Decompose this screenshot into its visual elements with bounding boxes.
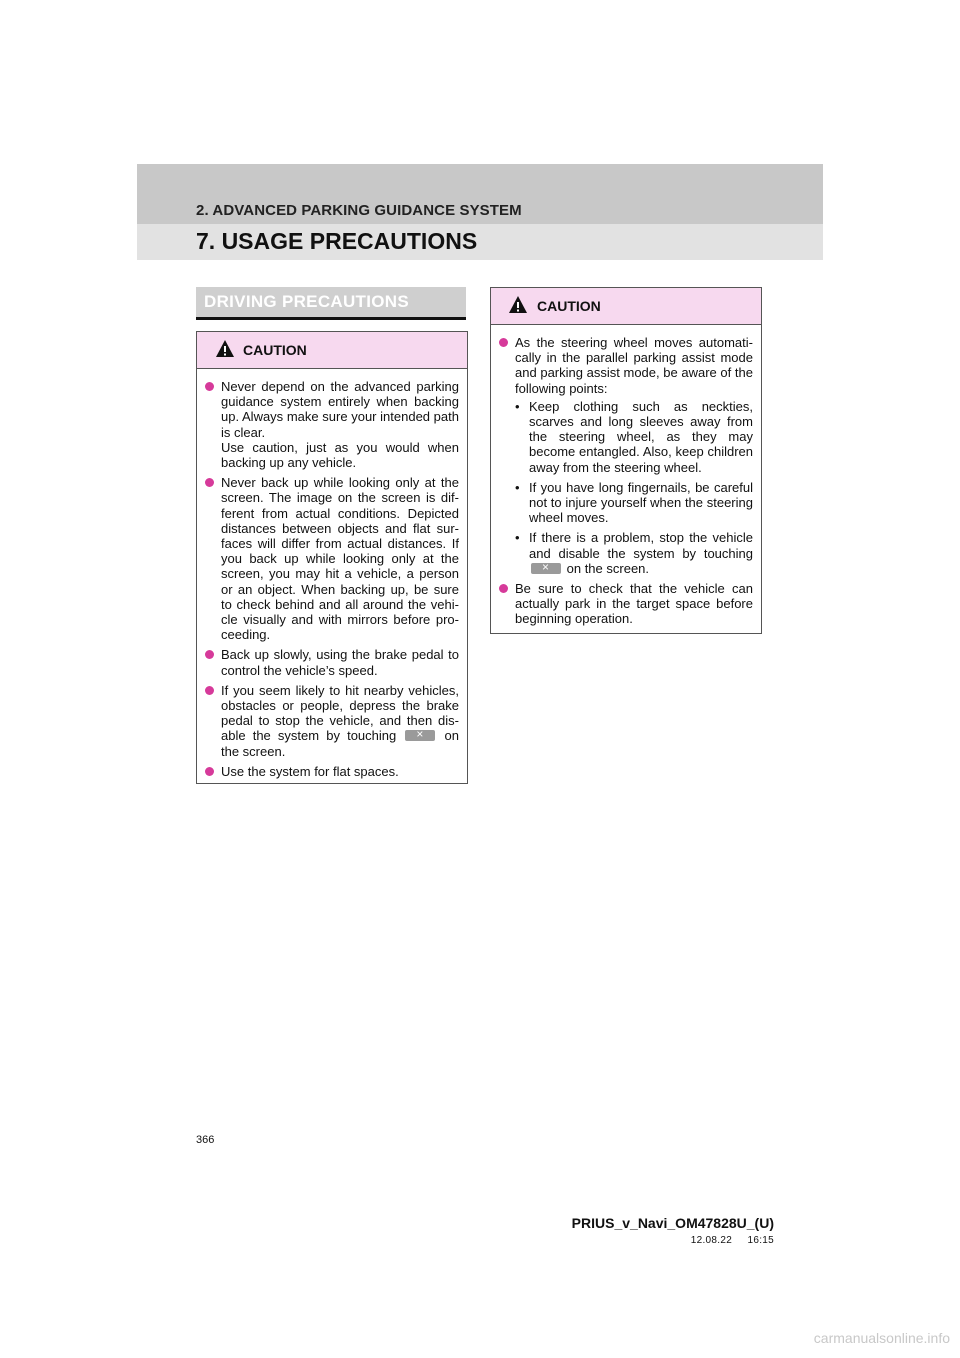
header-title-band xyxy=(137,224,823,260)
document-id: PRIUS_v_Navi_OM47828U_(U) xyxy=(571,1215,774,1231)
caution-label: CAUTION xyxy=(537,298,601,314)
section-label: 2. ADVANCED PARKING GUIDANCE SYSTEM xyxy=(196,202,522,219)
sub-item-text: on the screen. xyxy=(566,560,650,576)
bullet-text: Never depend on the advanced parking gui… xyxy=(221,379,459,440)
bullet-text: As the steering wheel moves automati­cal… xyxy=(515,335,753,396)
caution-body: As the steering wheel moves automati­cal… xyxy=(491,325,761,644)
bullet-icon xyxy=(205,478,214,488)
bullet-text: Never back up while looking only at the … xyxy=(221,475,459,643)
sub-list-item: • If there is a problem, stop the vehicl… xyxy=(515,530,753,576)
subheader-label: DRIVING PRECAUTIONS xyxy=(204,292,409,311)
caution-header: CAUTION xyxy=(197,332,467,369)
bullet-icon xyxy=(205,766,214,776)
bullet-text: Be sure to check that the vehicle can ac… xyxy=(515,581,753,627)
driving-precautions-subheader: DRIVING PRECAUTIONS xyxy=(196,287,466,320)
list-item: Back up slowly, using the brake pedal to… xyxy=(205,647,459,678)
caution-box-right: CAUTION As the steering wheel moves auto… xyxy=(490,287,762,634)
bullet-text: on the screen. xyxy=(221,728,459,759)
print-timestamp: 12.08.22 16:15 xyxy=(690,1235,774,1246)
sub-item-text: If you have long fingernails, be careful… xyxy=(529,479,753,526)
caution-label: CAUTION xyxy=(243,342,307,358)
sub-bullet-mark: • xyxy=(515,530,520,546)
bullet-text: Use caution, just as you would when back… xyxy=(221,439,459,471)
bullet-text: If you seem likely to hit nearby vehicle… xyxy=(221,682,459,744)
bullet-icon xyxy=(499,338,508,347)
sub-item-text: Keep clothing such as neckties, scarves … xyxy=(529,398,753,475)
list-item: Use the system for flat spaces. xyxy=(205,764,459,779)
warning-icon xyxy=(216,340,234,357)
caution-box-left: CAUTION Never depend on the advanced par… xyxy=(196,331,468,784)
caution-body: Never depend on the advanced parking gui… xyxy=(197,369,467,796)
sub-item-text: If there is a problem, stop the vehicle … xyxy=(529,530,753,561)
page-number: 366 xyxy=(196,1134,215,1146)
sub-list-item: • Keep clothing such as neckties, scarve… xyxy=(515,399,753,475)
list-item: Be sure to check that the vehicle can ac… xyxy=(499,581,753,627)
warning-icon xyxy=(509,296,527,313)
page-title: 7. USAGE PRECAUTIONS xyxy=(196,228,478,254)
bullet-text: Use the system for flat spaces. xyxy=(221,763,399,779)
close-button-icon xyxy=(405,727,436,742)
bullet-icon xyxy=(205,382,214,391)
sub-bullet-mark: • xyxy=(515,479,520,495)
watermark: carmanualsonline.info xyxy=(813,1330,950,1346)
list-item: As the steering wheel moves automati­cal… xyxy=(499,335,753,576)
list-item: If you seem likely to hit nearby vehicle… xyxy=(205,683,459,759)
bullet-text: Back up slowly, using the brake pedal to… xyxy=(221,647,459,678)
sub-bullet-mark: • xyxy=(515,398,520,414)
caution-header: CAUTION xyxy=(491,288,761,325)
close-button-icon xyxy=(531,560,561,575)
bullet-icon xyxy=(205,650,214,660)
sub-list-item: • If you have long fingernails, be caref… xyxy=(515,480,753,526)
bullet-icon xyxy=(205,685,214,695)
list-item: Never back up while looking only at the … xyxy=(205,475,459,642)
bullet-icon xyxy=(499,584,508,594)
list-item: Never depend on the advanced parking gui… xyxy=(205,379,459,470)
